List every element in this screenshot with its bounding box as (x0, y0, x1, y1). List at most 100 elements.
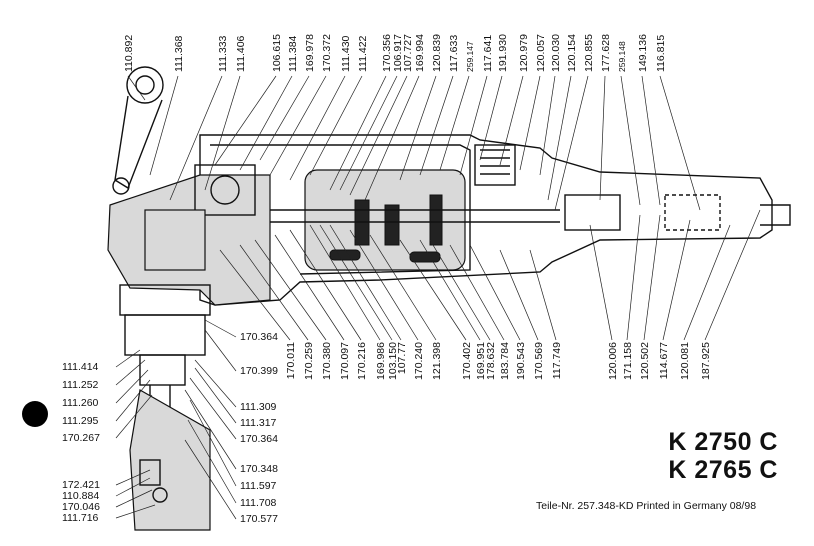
part-number-label: 170.011 (285, 342, 297, 379)
part-number-label: 111.406 (235, 35, 247, 72)
footer-part-number: Teile-Nr. 257.348-KD Printed in Germany … (536, 500, 757, 512)
leader-line (369, 234, 437, 341)
part-number-label: 170.399 (240, 365, 278, 377)
part-number-label: 111.422 (357, 35, 369, 72)
leader-line (194, 367, 237, 424)
leader-line (184, 439, 237, 520)
leader-line (329, 224, 402, 341)
leader-line (469, 244, 521, 341)
leader-line (239, 244, 309, 341)
leader-line (449, 244, 505, 341)
part-number-label: 111.252 (62, 379, 99, 391)
part-number-label: 111.309 (240, 401, 277, 413)
part-number-label: 191.930 (497, 34, 509, 72)
leader-line (683, 224, 731, 341)
part-number-label: 111.597 (240, 480, 277, 492)
part-number-label: 170.402 (461, 342, 473, 380)
leader-line (459, 75, 488, 176)
part-number-label: 120.081 (679, 342, 691, 380)
part-number-label: 110.884 (62, 490, 99, 502)
part-number-label: 120.006 (607, 342, 619, 380)
leader-line (274, 234, 345, 341)
part-number-label: 259.148 (617, 41, 627, 72)
spindle-assembly (119, 209, 211, 531)
part-number-label: 170.348 (240, 463, 278, 475)
part-number-label: 190.543 (515, 342, 527, 380)
leader-line (349, 75, 408, 196)
leader-line (239, 75, 293, 171)
part-number-label: 177.628 (600, 34, 612, 72)
leader-line (289, 75, 346, 181)
part-number-label: 120.855 (583, 34, 595, 72)
leader-line (259, 75, 310, 161)
part-number-label: 170.097 (339, 342, 351, 380)
part-number-label: 169.951 (475, 342, 487, 380)
leader-line (589, 224, 613, 341)
leader-line (479, 75, 503, 161)
leader-line (554, 75, 589, 211)
part-number-label: 103.150 (387, 342, 399, 380)
leader-line (184, 389, 237, 470)
leader-line (115, 469, 151, 486)
leader-line (204, 75, 241, 191)
part-number-label: 259.147 (465, 41, 475, 72)
leader-line (169, 75, 223, 201)
part-number-label: 111.295 (62, 415, 99, 427)
leader-line (115, 477, 151, 497)
part-number-label: 111.414 (62, 361, 99, 373)
part-number-label: 170.356 (381, 34, 393, 72)
part-number-label: 121.398 (431, 342, 443, 380)
leader-line (643, 214, 661, 341)
leader-line (539, 75, 556, 176)
part-number-label: 169.994 (414, 34, 426, 72)
model-title-2: K 2765 C (668, 456, 778, 484)
housing (107, 134, 791, 306)
leader-line (439, 75, 470, 171)
part-number-label: 170.364 (240, 433, 278, 445)
part-number-label: 111.430 (340, 35, 352, 72)
part-number-label: 172.421 (62, 479, 100, 491)
part-number-label: 117.633 (448, 35, 460, 72)
leader-line (364, 75, 420, 201)
leader-line (339, 75, 398, 191)
part-number-label: 114.677 (658, 342, 670, 379)
part-number-label: 117.641 (482, 35, 494, 72)
leader-line (219, 249, 291, 341)
leader-line (704, 209, 761, 341)
part-number-label: 111.716 (62, 512, 99, 524)
leader-line (115, 379, 151, 422)
leader-line (309, 75, 363, 176)
part-number-label: 170.240 (413, 342, 425, 380)
part-number-label: 170.364 (240, 331, 278, 343)
leader-line (187, 419, 237, 504)
part-number-label: 110.892 (123, 35, 135, 72)
part-number-label: 111.384 (287, 35, 299, 72)
punch-hole (22, 401, 48, 427)
leader-line (204, 329, 237, 372)
part-number-label: 120.839 (431, 34, 443, 72)
part-number-label: 170.380 (321, 342, 333, 380)
part-number-label: 169.986 (375, 342, 387, 380)
leader-line (626, 214, 641, 341)
part-number-label: 170.267 (62, 432, 100, 444)
handle-lever (112, 66, 164, 195)
leader-line (289, 229, 362, 341)
part-number-label: 111.333 (217, 35, 229, 72)
leader-line (547, 75, 572, 201)
leader-line (429, 239, 491, 341)
leader-line (194, 359, 237, 408)
leader-line (499, 75, 524, 166)
leader-line (127, 75, 146, 101)
part-number-label: 170.577 (240, 513, 278, 525)
leader-line (254, 239, 327, 341)
leader-line (309, 224, 381, 341)
part-number-label: 116.815 (655, 35, 667, 72)
leader-line (349, 229, 419, 341)
leader-line (599, 75, 606, 201)
part-number-label: 120.154 (566, 34, 578, 72)
leader-line (269, 75, 327, 176)
leader-line (641, 75, 661, 206)
leader-line (419, 239, 481, 341)
